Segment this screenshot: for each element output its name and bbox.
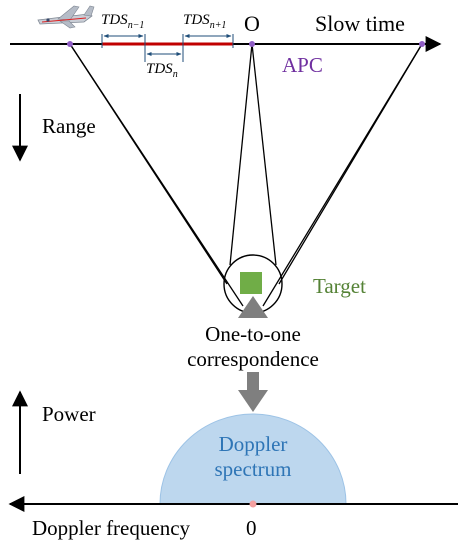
target-square (240, 272, 262, 294)
correspondence-label-backdrop (178, 318, 328, 372)
correspondence-line-2: correspondence (187, 347, 319, 371)
spectrum-line-2: spectrum (215, 457, 292, 481)
apc-point-left (67, 41, 73, 47)
tds-next-label: TDSn+1 (183, 12, 226, 31)
apc-point-center (249, 41, 255, 47)
slow-time-label: Slow time (315, 11, 405, 36)
power-label: Power (42, 402, 96, 426)
range-label: Range (42, 114, 96, 138)
doppler-spectrum (159, 413, 347, 505)
tds-curr-label: TDSn (146, 61, 178, 80)
apc-label: APC (282, 53, 323, 77)
spectrum-line-1: Doppler (219, 432, 288, 456)
tds-prev-label: TDSn−1 (101, 12, 144, 31)
aircraft-icon (37, 5, 95, 29)
zero-point (249, 500, 257, 508)
apc-point-right (419, 41, 425, 47)
tds-ticks (101, 34, 234, 62)
zero-label: 0 (246, 516, 257, 540)
doppler-frequency-label: Doppler frequency (32, 516, 191, 540)
target-label: Target (313, 274, 366, 298)
correspondence-line-1: One-to-one (205, 322, 301, 346)
origin-label: O (244, 11, 260, 36)
beam-lines (69, 43, 423, 307)
